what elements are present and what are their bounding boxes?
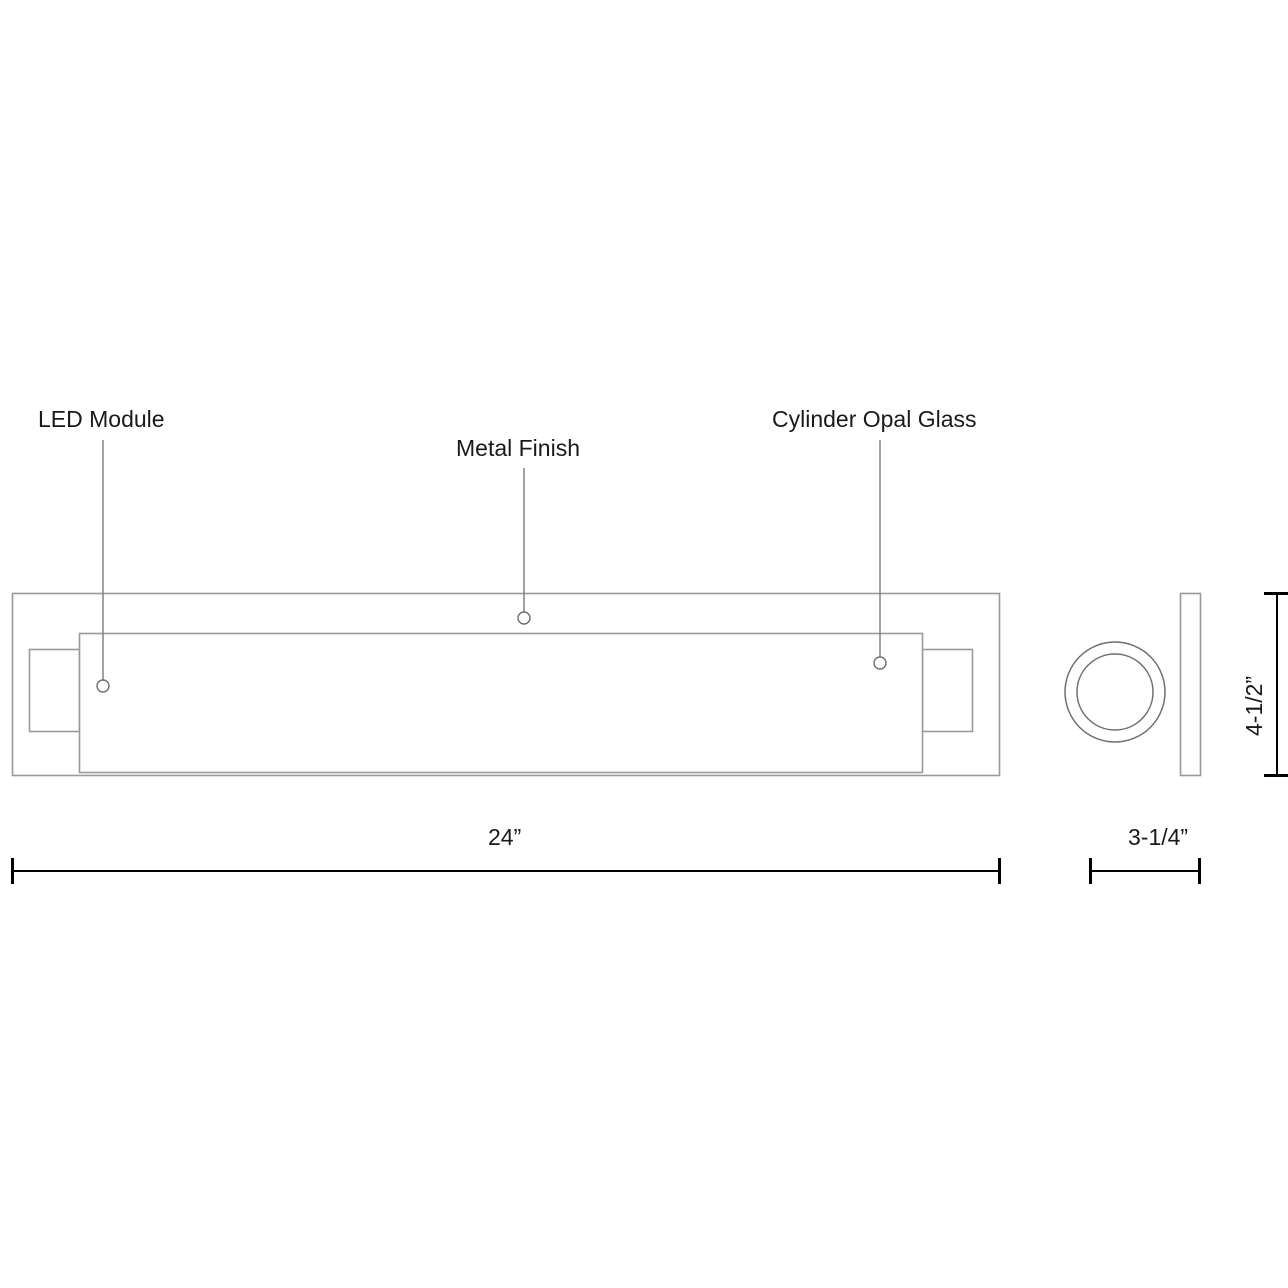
dimension-overall-depth	[1089, 858, 1201, 884]
mounting-plate-outline	[1179, 592, 1202, 777]
callout-leaders	[96, 440, 887, 693]
front-elevation-view	[11, 592, 1001, 777]
dimension-label-overall-height: 4-1/2”	[1241, 675, 1267, 736]
leader-anchor-metal-finish	[517, 611, 531, 625]
glass-cylinder-outline	[78, 632, 924, 774]
cylinder-outer-circle	[1064, 641, 1166, 743]
end-cap-right	[921, 648, 974, 733]
leader-anchor-cylinder-opal-glass	[873, 656, 887, 670]
callout-label-cylinder-opal-glass: Cylinder Opal Glass	[772, 406, 977, 432]
end-cap-left	[28, 648, 81, 733]
side-profile-view	[1064, 592, 1202, 777]
dimension-label-overall-width: 24”	[488, 824, 522, 850]
callout-label-metal-finish: Metal Finish	[456, 435, 580, 461]
dimension-lines	[11, 592, 1288, 884]
dimension-overall-height	[1264, 592, 1288, 777]
dimension-overall-width	[11, 858, 1001, 884]
callout-label-led-module: LED Module	[38, 406, 165, 432]
dimension-label-overall-depth: 3-1/4”	[1128, 824, 1189, 850]
backplate-outline	[11, 592, 1001, 777]
cylinder-inner-circle	[1076, 653, 1154, 731]
leader-anchor-led-module	[96, 679, 110, 693]
